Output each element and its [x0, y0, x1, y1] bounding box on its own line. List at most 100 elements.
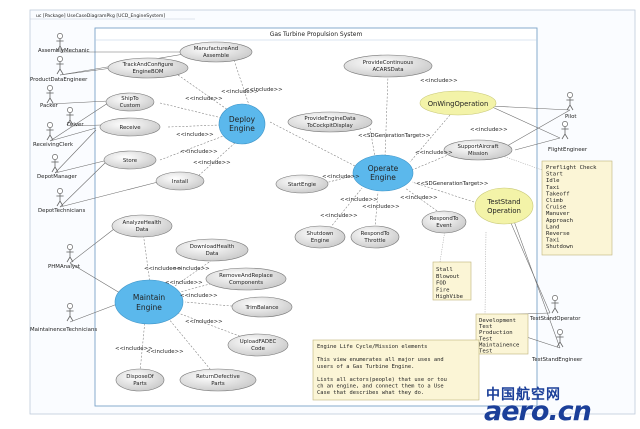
- actor-productdataengineer[interactable]: ProductDataEngineer: [30, 56, 88, 83]
- svg-text:Event: Event: [436, 223, 451, 229]
- diagram-tab-label: uc [Package] UseCaseDiagramPkg [UCD_Engi…: [36, 13, 165, 19]
- note-line: Test: [479, 324, 492, 330]
- svg-text:<<include>>: <<include>>: [180, 293, 218, 299]
- svg-text:Operation: Operation: [487, 207, 521, 215]
- svg-text:<<include>>: <<include>>: [172, 266, 210, 272]
- note-line: Land: [546, 224, 559, 230]
- svg-text:DisposeOf: DisposeOf: [126, 374, 154, 380]
- svg-text:Install: Install: [172, 179, 188, 185]
- usecase-receive[interactable]: Receive: [99, 117, 161, 137]
- svg-text:RemoveAndReplace: RemoveAndReplace: [219, 273, 273, 279]
- usecase-on-wing-operation[interactable]: OnWingOperation: [419, 90, 497, 116]
- svg-text:PHMAnalyst: PHMAnalyst: [48, 264, 80, 270]
- svg-text:<<include>>: <<include>>: [340, 197, 378, 203]
- note-line: Manuver: [546, 211, 570, 217]
- note-line: Cruise: [546, 205, 567, 211]
- svg-text:TrackAndConfigure: TrackAndConfigure: [122, 62, 174, 68]
- usecase-maintain-engine[interactable]: Maintain Engine: [114, 279, 184, 325]
- svg-text:<<include>>: <<include>>: [415, 150, 453, 156]
- note-line: Reverse: [546, 231, 570, 237]
- svg-text:StartEngie: StartEngie: [288, 182, 317, 188]
- svg-text:<<include>>: <<include>>: [176, 132, 214, 138]
- actor-driver[interactable]: Driver: [66, 107, 84, 128]
- svg-text:<<include>>: <<include>>: [320, 213, 358, 219]
- svg-text:<<include>>: <<include>>: [221, 89, 259, 95]
- actor-pilot[interactable]: Pilot: [565, 92, 577, 120]
- svg-text:DepotTechnicians: DepotTechnicians: [38, 208, 85, 214]
- svg-text:<<include>>: <<include>>: [146, 349, 184, 355]
- note-line: Blowout: [436, 274, 460, 280]
- svg-text:Data: Data: [136, 227, 149, 233]
- usecase-teststand-operation[interactable]: TestStand Operation: [474, 187, 534, 225]
- note-line: FOD: [436, 281, 447, 287]
- note-line: Test: [479, 336, 492, 342]
- svg-text:Throttle: Throttle: [363, 238, 386, 244]
- note-line: Shutdown: [546, 244, 573, 250]
- association-lines: [49, 51, 571, 349]
- usecase-deploy-engine[interactable]: Deploy Engine: [218, 103, 266, 145]
- note-line: Stall: [436, 267, 453, 273]
- actor-receivingclerk[interactable]: ReceivingClerk: [33, 122, 74, 148]
- svg-text:DepotManager: DepotManager: [37, 174, 78, 180]
- actor-maintenancetechnicians[interactable]: MaintainenceTechnicians: [30, 302, 97, 333]
- usecase-install[interactable]: Install: [155, 171, 205, 191]
- usecase-store[interactable]: Store: [103, 150, 157, 170]
- svg-text:Driver: Driver: [67, 122, 84, 128]
- usecase-operate-engine[interactable]: Operate Engine: [352, 154, 414, 192]
- svg-text:<<include>>: <<include>>: [144, 266, 182, 272]
- system-title: Gas Turbine Propulsion System: [270, 31, 363, 38]
- actor-phmanalyst[interactable]: PHMAnalyst: [48, 243, 80, 270]
- svg-text:ProvideEngineData: ProvideEngineData: [304, 116, 355, 122]
- svg-text:Parts: Parts: [133, 381, 147, 387]
- usecase-start-engine[interactable]: StartEngie: [275, 174, 329, 194]
- svg-text:Shutdown: Shutdown: [307, 231, 334, 237]
- svg-text:AnalyzeHealth: AnalyzeHealth: [123, 220, 162, 226]
- actor-teststandoperator[interactable]: TestStandOperator: [529, 294, 581, 322]
- usecase-trim-balance[interactable]: TrimBalance: [231, 296, 293, 318]
- svg-text:RespondTo: RespondTo: [361, 231, 390, 237]
- actor-assemblymechanic[interactable]: AssemblyMechanic: [38, 33, 90, 54]
- note-line: Climb: [546, 198, 563, 204]
- note-line: Test: [479, 349, 492, 355]
- svg-text:<<include>>: <<include>>: [362, 204, 400, 210]
- aero-watermark-logo: 中国航空网 aero.cn: [478, 384, 638, 427]
- svg-text:<<SDGenerationTarget>>: <<SDGenerationTarget>>: [358, 133, 430, 139]
- svg-text:<<include>>: <<include>>: [245, 87, 283, 93]
- svg-text:<<include>>: <<include>>: [165, 280, 203, 286]
- svg-text:Mission: Mission: [468, 151, 488, 157]
- actor-depottechnicians[interactable]: DepotTechnicians: [38, 187, 85, 214]
- svg-text:Engine: Engine: [136, 303, 162, 312]
- note-line: HighVibe: [436, 294, 464, 300]
- note-line: users of a Gas Turbine Engine.: [317, 364, 414, 370]
- note-line: Idle: [546, 178, 560, 184]
- actor-teststandengineer[interactable]: TestStandEngineer: [531, 328, 583, 363]
- svg-text:RespondTo: RespondTo: [430, 216, 459, 222]
- actor-flightengineer[interactable]: FlightEngineer: [548, 121, 588, 153]
- note-line: Taxi: [546, 238, 559, 244]
- note-test-kinds: DevelopmentTestProductionTestMaintainenc…: [475, 313, 529, 355]
- note-line: Takeoff: [546, 191, 570, 197]
- actor-packer[interactable]: Packer: [40, 85, 59, 109]
- watermark-en: aero.cn: [484, 396, 592, 427]
- actor-depotmanager[interactable]: DepotManager: [37, 153, 78, 180]
- svg-text:ToCockpitDisplay: ToCockpitDisplay: [306, 123, 354, 129]
- svg-text:Receive: Receive: [119, 125, 141, 131]
- actors: AssemblyMechanic ProductDataEngineer Pac…: [30, 33, 588, 363]
